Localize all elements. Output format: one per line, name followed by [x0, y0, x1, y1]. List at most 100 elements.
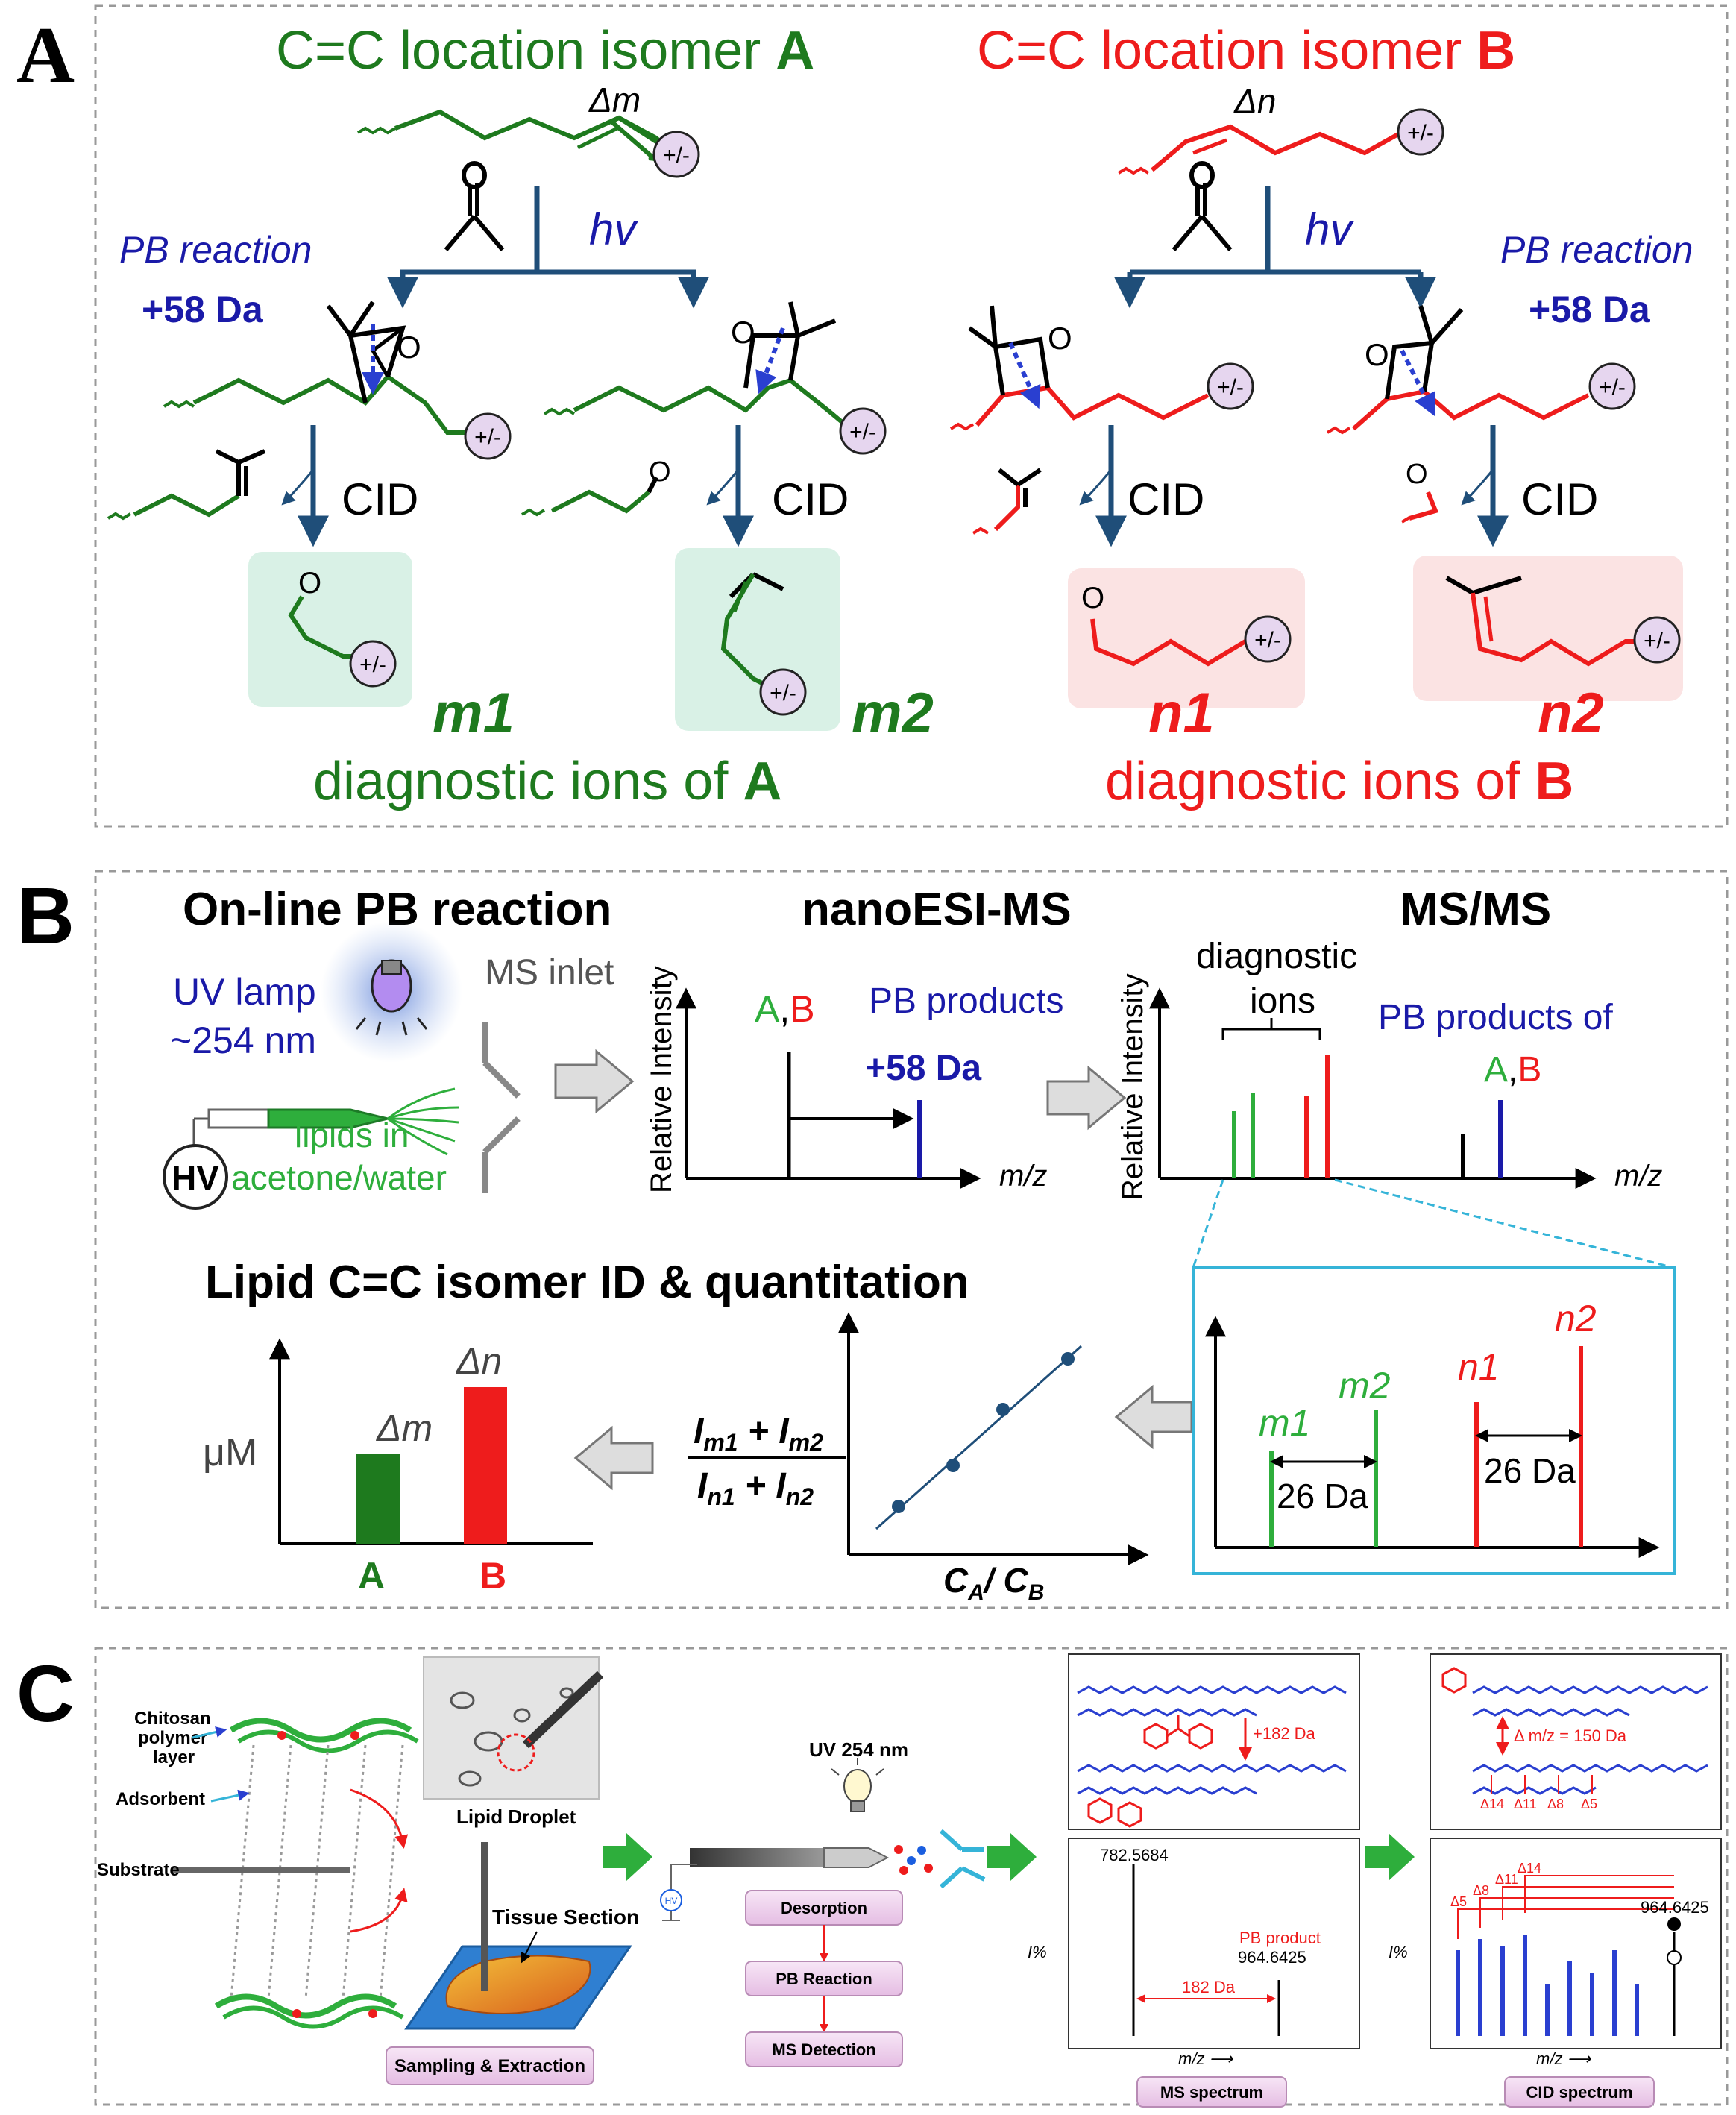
nanoesi-plot [676, 987, 981, 1189]
neutral-loss-b2: O [1400, 459, 1439, 524]
oxetane-b1: O [949, 305, 1210, 431]
svg-text:+/-: +/- [849, 420, 876, 444]
bar-a [356, 1454, 400, 1544]
hv-small: HV [660, 1889, 682, 1921]
uv-lamp-icon [355, 959, 428, 1036]
msms-plot [1149, 987, 1597, 1189]
ms-spectrum-plot [1068, 1838, 1360, 2049]
svg-text:O: O [649, 456, 671, 488]
nanoesi-title: nanoESI-MS [802, 884, 1072, 935]
svg-text:+/-: +/- [1599, 375, 1626, 400]
grey-arrow-3 [573, 1425, 654, 1491]
ms-structure-top [1077, 1685, 1347, 1717]
desorption-emitter [670, 1829, 986, 1894]
pb-product-label: PB product [1239, 1929, 1321, 1947]
ms-spectrum-label: MS spectrum [1160, 2083, 1263, 2102]
uv-lamp-label: UV lamp [173, 971, 316, 1013]
acetone-icon-b [1172, 161, 1233, 251]
green-arrow-3 [1365, 1833, 1415, 1881]
svg-text:Δ14: Δ14 [1480, 1797, 1504, 1811]
ms-inlet-icon [482, 1022, 521, 1193]
hv-source: HV [163, 1144, 228, 1210]
bar-a-label: A [358, 1555, 385, 1597]
svg-text:+/-: +/- [474, 425, 501, 450]
panel-b: B On-line PB reaction UV lamp ~254 nm MS… [16, 870, 1729, 1609]
workflow-boxes [745, 1890, 903, 2067]
n1-label: n1 [1148, 682, 1215, 745]
svg-text:Δ5: Δ5 [1581, 1797, 1597, 1811]
svg-text:O: O [1406, 459, 1428, 490]
dmz150-label: Δ m/z = 150 Da [1514, 1726, 1627, 1745]
plus58-label-a: +58 Da [142, 289, 264, 330]
substrate-label: Substrate [97, 1860, 180, 1880]
isomer-b-structure [1117, 124, 1400, 175]
red-curve-up [350, 1788, 409, 1849]
diagnostic-label: diagnostic [1196, 937, 1357, 976]
svg-text:+/-: +/- [1254, 628, 1281, 653]
grey-arrow-4 [1114, 1384, 1193, 1450]
tissue-pointer [521, 1931, 538, 1964]
charge-badge-m2: +/- [759, 668, 807, 716]
m2-ion-structure [720, 572, 784, 692]
ms-structure-bottom [1077, 1764, 1347, 1828]
zoom-line-left [1192, 1179, 1224, 1269]
svg-text:Δ11: Δ11 [1514, 1797, 1537, 1811]
chitosan-label-1: Chitosan [134, 1709, 211, 1729]
panel-a-label: A [16, 11, 75, 100]
diagnostic-ions-b: diagnostic ions of B [1105, 752, 1573, 811]
lipids-label-1: lipids in [295, 1116, 409, 1154]
quant-title: Lipid C=C isomer ID & quantitation [205, 1257, 969, 1308]
cid-label-a2: CID [772, 474, 849, 524]
chitosan-pointer [192, 1726, 227, 1739]
ms-spectrum-box [1136, 2076, 1287, 2108]
charge-badge-b2: +/- [1588, 362, 1636, 410]
sampling-label: Sampling & Extraction [394, 2056, 585, 2076]
pb-products-of-label: PB products of [1378, 998, 1614, 1037]
cid-delta-labels-top: Δ14 Δ11 Δ8 Δ5 [1480, 1797, 1597, 1811]
zoom-box [1192, 1266, 1676, 1575]
ms-iperc-label: I% [1028, 1943, 1047, 1961]
cid-spectrum-label: CID spectrum [1526, 2083, 1632, 2102]
msms-xlabel: m/z [1614, 1160, 1662, 1192]
msms-title: MS/MS [1400, 884, 1551, 935]
cid-structure-bottom [1472, 1764, 1708, 1795]
acetone-icon-a [444, 161, 505, 251]
svg-text:In1 + In2: In1 + In2 [697, 1466, 814, 1510]
uv-wavelength-label: ~254 nm [170, 1019, 316, 1061]
green-arrow-1 [603, 1833, 652, 1881]
oxetane-a2: O [543, 301, 852, 431]
benzophenone-icon [1143, 1715, 1213, 1750]
svg-text:O: O [298, 567, 321, 600]
svg-text:Δ5: Δ5 [1450, 1894, 1467, 1909]
pb-products-label: PB products [869, 981, 1063, 1021]
charge-badge-a-top: +/- [652, 131, 700, 178]
panel-a-border [94, 4, 1729, 828]
oxetane-a1: O [163, 301, 492, 435]
grey-arrow-1 [554, 1049, 635, 1114]
plus58-label-b: +58 Da [1529, 289, 1651, 330]
svg-text:+/-: +/- [770, 681, 796, 705]
da182-label: 182 Da [1182, 1978, 1236, 1996]
hv-label-b: hv [1305, 204, 1354, 254]
chitosan-label-2: polymer [138, 1728, 207, 1748]
zoom-26da-right: 26 Da [1484, 1451, 1576, 1490]
cid-structure-top [1441, 1667, 1708, 1717]
sampling-box [386, 2046, 594, 2085]
pb-reaction-label-b: PB reaction [1500, 229, 1693, 271]
zoom-m1-label: m1 [1259, 1402, 1310, 1444]
svg-text:Δ11: Δ11 [1495, 1872, 1518, 1887]
ab-label-2: A,B [1484, 1050, 1541, 1090]
hv-label-a: hv [589, 204, 638, 254]
charge-badge-b1: +/- [1207, 362, 1254, 410]
ions-label: ions [1250, 981, 1315, 1021]
svg-text:O: O [731, 315, 755, 350]
svg-text:+/-: +/- [1217, 375, 1244, 400]
zoom-line-right [1334, 1178, 1675, 1269]
panel-c-label: C [16, 1648, 75, 1738]
ms-inlet-label: MS inlet [485, 953, 614, 993]
diag-bracket [1221, 1018, 1321, 1040]
nanoesi-xlabel: m/z [999, 1160, 1047, 1192]
charge-badge-m1: +/- [349, 640, 397, 688]
cid-mz-label: m/z ⟶ [1536, 2049, 1592, 2068]
neutral-loss-a2: O [521, 456, 671, 517]
